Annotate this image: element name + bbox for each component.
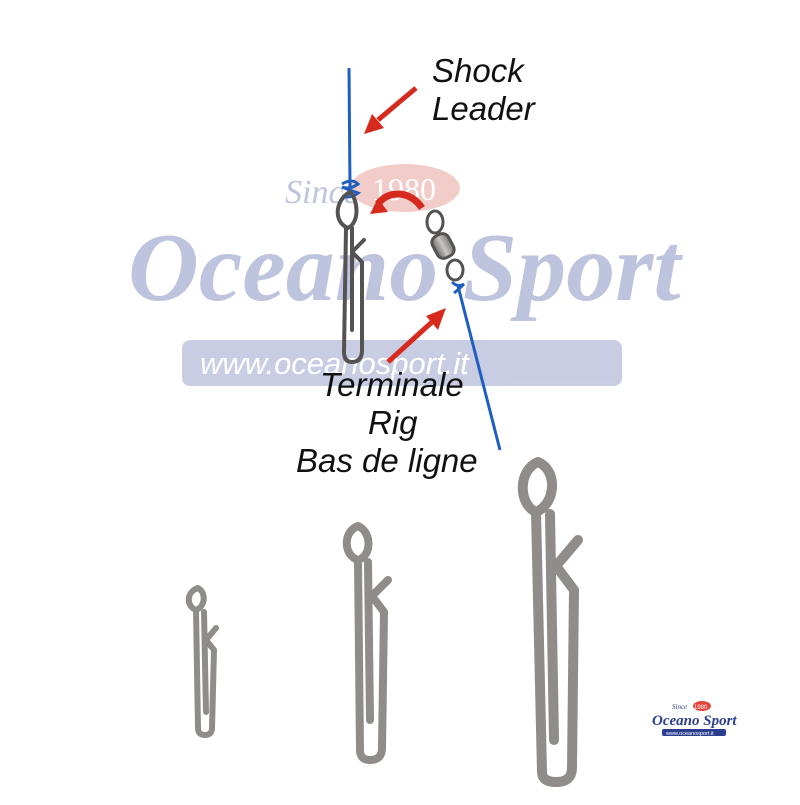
- snap-large: [517, 457, 583, 787]
- logo-year: 1980: [694, 705, 708, 711]
- leader-label: Leader: [432, 90, 535, 127]
- swivel: [425, 209, 465, 282]
- snap-diagram: [335, 190, 366, 364]
- curved-arrow-head: [370, 198, 388, 214]
- logo-url-bar: [662, 729, 726, 736]
- rig-line: [456, 285, 502, 451]
- watermark-url-bar: [182, 340, 622, 386]
- rig-label: Rig: [368, 404, 418, 441]
- logo-brand: Oceano Sport: [652, 713, 737, 729]
- shock-arrow-head: [364, 114, 384, 134]
- rig-arrow-shaft: [386, 320, 434, 364]
- rig-knot: [450, 280, 466, 295]
- shock-leader-line: [347, 67, 352, 189]
- watermark: Since 1980 Oceano Sport www.oceanosport.…: [128, 164, 683, 386]
- watermark-url: www.oceanosport.it: [200, 346, 470, 381]
- bas-de-ligne-label: Bas de ligne: [296, 442, 478, 479]
- rig-arrow-head: [426, 308, 446, 330]
- curved-arrow: [375, 190, 425, 211]
- logo-since: Since: [672, 703, 687, 711]
- shock-label: Shock: [432, 52, 524, 89]
- logo-url: www.oceanosport.it: [665, 731, 714, 737]
- watermark-brand: Oceano Sport: [128, 214, 683, 322]
- logo-year-badge: [693, 701, 711, 711]
- shock-arrow-shaft: [376, 86, 418, 122]
- terminale-label: Terminale: [320, 366, 464, 403]
- snap-small: [185, 585, 219, 738]
- brand-logo: Since 1980 Oceano Sport www.oceanosport.…: [652, 701, 737, 737]
- snap-medium: [342, 522, 392, 764]
